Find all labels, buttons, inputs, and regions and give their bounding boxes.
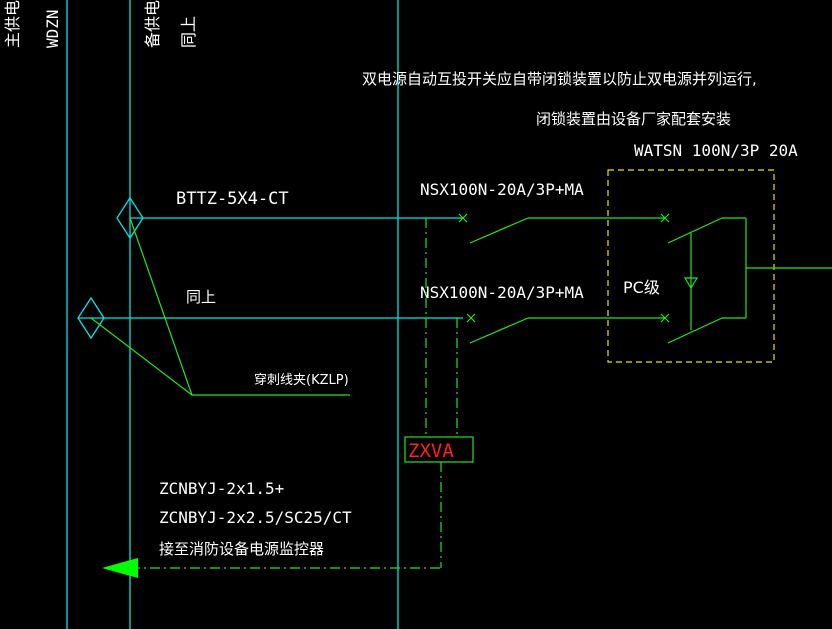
zxva-label: ZXVA <box>408 440 454 462</box>
breaker-upper <box>458 213 670 244</box>
monitor-cable-line-2: ZCNBYJ-2x2.5/SC25/CT <box>159 508 352 527</box>
terminal-diamond-upper <box>116 196 144 240</box>
clamp-leader-upper <box>129 217 193 396</box>
note-line-2: 闭锁装置由设备厂家配套安装 <box>536 110 731 128</box>
zxva-module-box <box>404 436 474 463</box>
ats-class-label: PC级 <box>623 278 660 297</box>
clamp-leader-lower <box>90 317 193 396</box>
note-line-1: 双电源自动互投开关应自带闭锁装置以防止双电源并列运行, <box>362 70 757 88</box>
vertical-label-wdzn: WDZN <box>43 9 62 48</box>
ats-enclosure <box>607 169 775 363</box>
vertical-label-main-supply: 主供电源 <box>3 0 22 48</box>
monitor-destination-label: 接至消防设备电源监控器 <box>159 540 324 558</box>
terminal-diamond-lower <box>77 296 105 340</box>
monitor-cable-line-1: ZCNBYJ-2x1.5+ <box>159 479 284 498</box>
vertical-label-same-above: 同上 <box>179 16 198 48</box>
ats-switch <box>667 217 832 344</box>
monitor-arrow-icon <box>102 558 138 578</box>
cable2-label: 同上 <box>186 288 216 306</box>
clamp-label: 穿刺线夹(KZLP) <box>254 372 349 388</box>
breaker-lower <box>466 313 670 344</box>
vertical-label-backup-supply: 备供电源 <box>143 0 162 48</box>
cable1-label: BTTZ-5X4-CT <box>176 189 289 209</box>
breaker2-label: NSX100N-20A/3P+MA <box>420 283 584 302</box>
control-wiring <box>130 218 458 569</box>
ats-label: WATSN 100N/3P 20A <box>634 141 798 160</box>
breaker1-label: NSX100N-20A/3P+MA <box>420 180 584 199</box>
